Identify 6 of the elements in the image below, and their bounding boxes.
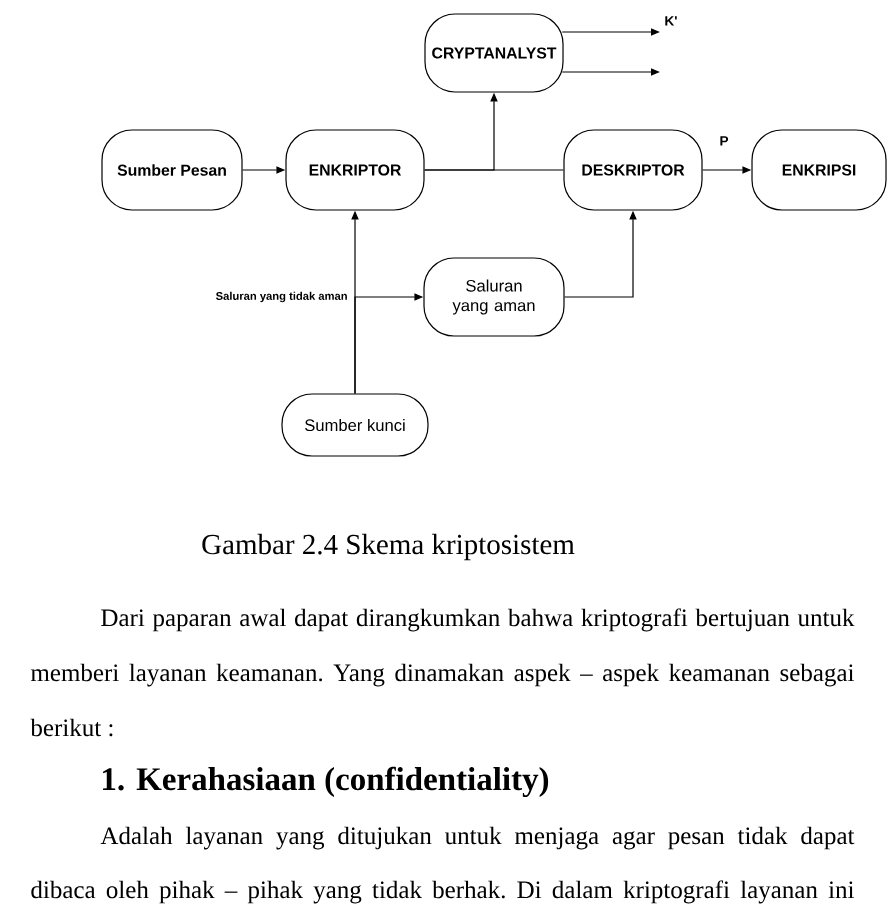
paragraph: Dari paparan awal dapat dirangkumkan bahwa kriptografi bertujuan untuk memberi layanan keamanan. Yang dinamakan aspek – aspek keamanan sebagai berikut : xyxy=(30,608,855,737)
rounded-box: Saluran yang aman xyxy=(423,257,565,337)
rounded-box: Sumber kunci xyxy=(281,393,429,457)
paragraph: Adalah layanan yang ditujukan untuk menjaga agar pesan tidak dapat dibaca oleh pihak – pihak yang tidak berhak. Di dalam kriptografi layanan ini xyxy=(31,826,855,904)
section-heading: 1. Kerahasiaan (confidentiality) xyxy=(103,766,549,798)
figure-caption: Gambar 2.4 Skema kriptosistem xyxy=(202,533,575,561)
